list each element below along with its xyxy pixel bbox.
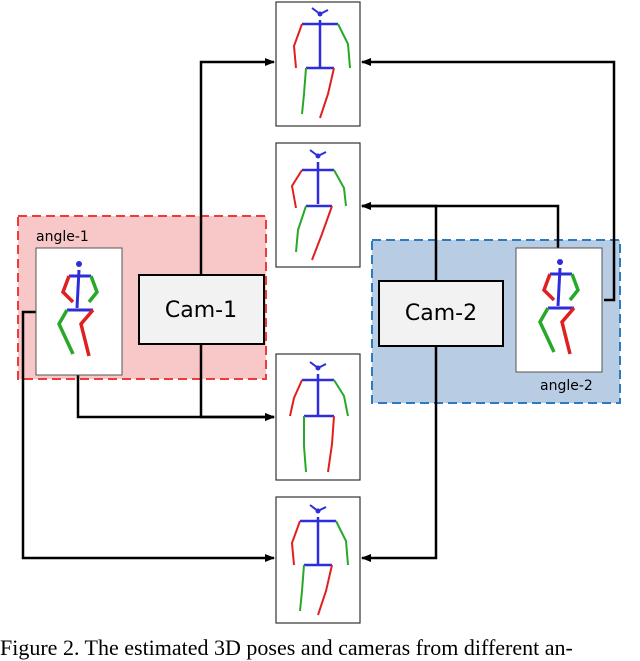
- arrow-angle1-to-pose-4: [21, 310, 275, 562]
- figure-caption: Figure 2. The estimated 3D poses and cam…: [0, 635, 573, 660]
- arrow-cam2-to-pose-2: [361, 202, 438, 281]
- camera-box-1: [138, 274, 265, 345]
- input-image-angle-2: [515, 247, 603, 373]
- camera-label-2: Cam-2: [405, 301, 477, 326]
- camera-box-2: [378, 280, 504, 347]
- pose-panel-3: [275, 353, 361, 481]
- input-image-angle-1: [35, 247, 123, 376]
- arrow-angle2-to-pose-1: [361, 58, 616, 302]
- connectors: [21, 58, 616, 562]
- pose-panel-4: [275, 496, 361, 624]
- arrow-cam2-to-pose-4: [361, 346, 438, 562]
- pose-panel-1: [275, 1, 361, 127]
- arrow-angle1-to-pose-3: [76, 375, 275, 421]
- pose-panel-2: [275, 142, 361, 268]
- camera-label-1: Cam-1: [165, 298, 237, 323]
- group-label-angle-1: angle-1: [36, 229, 89, 245]
- arrow-cam1-to-pose-1: [199, 58, 275, 275]
- group-label-angle-2: angle-2: [540, 378, 593, 394]
